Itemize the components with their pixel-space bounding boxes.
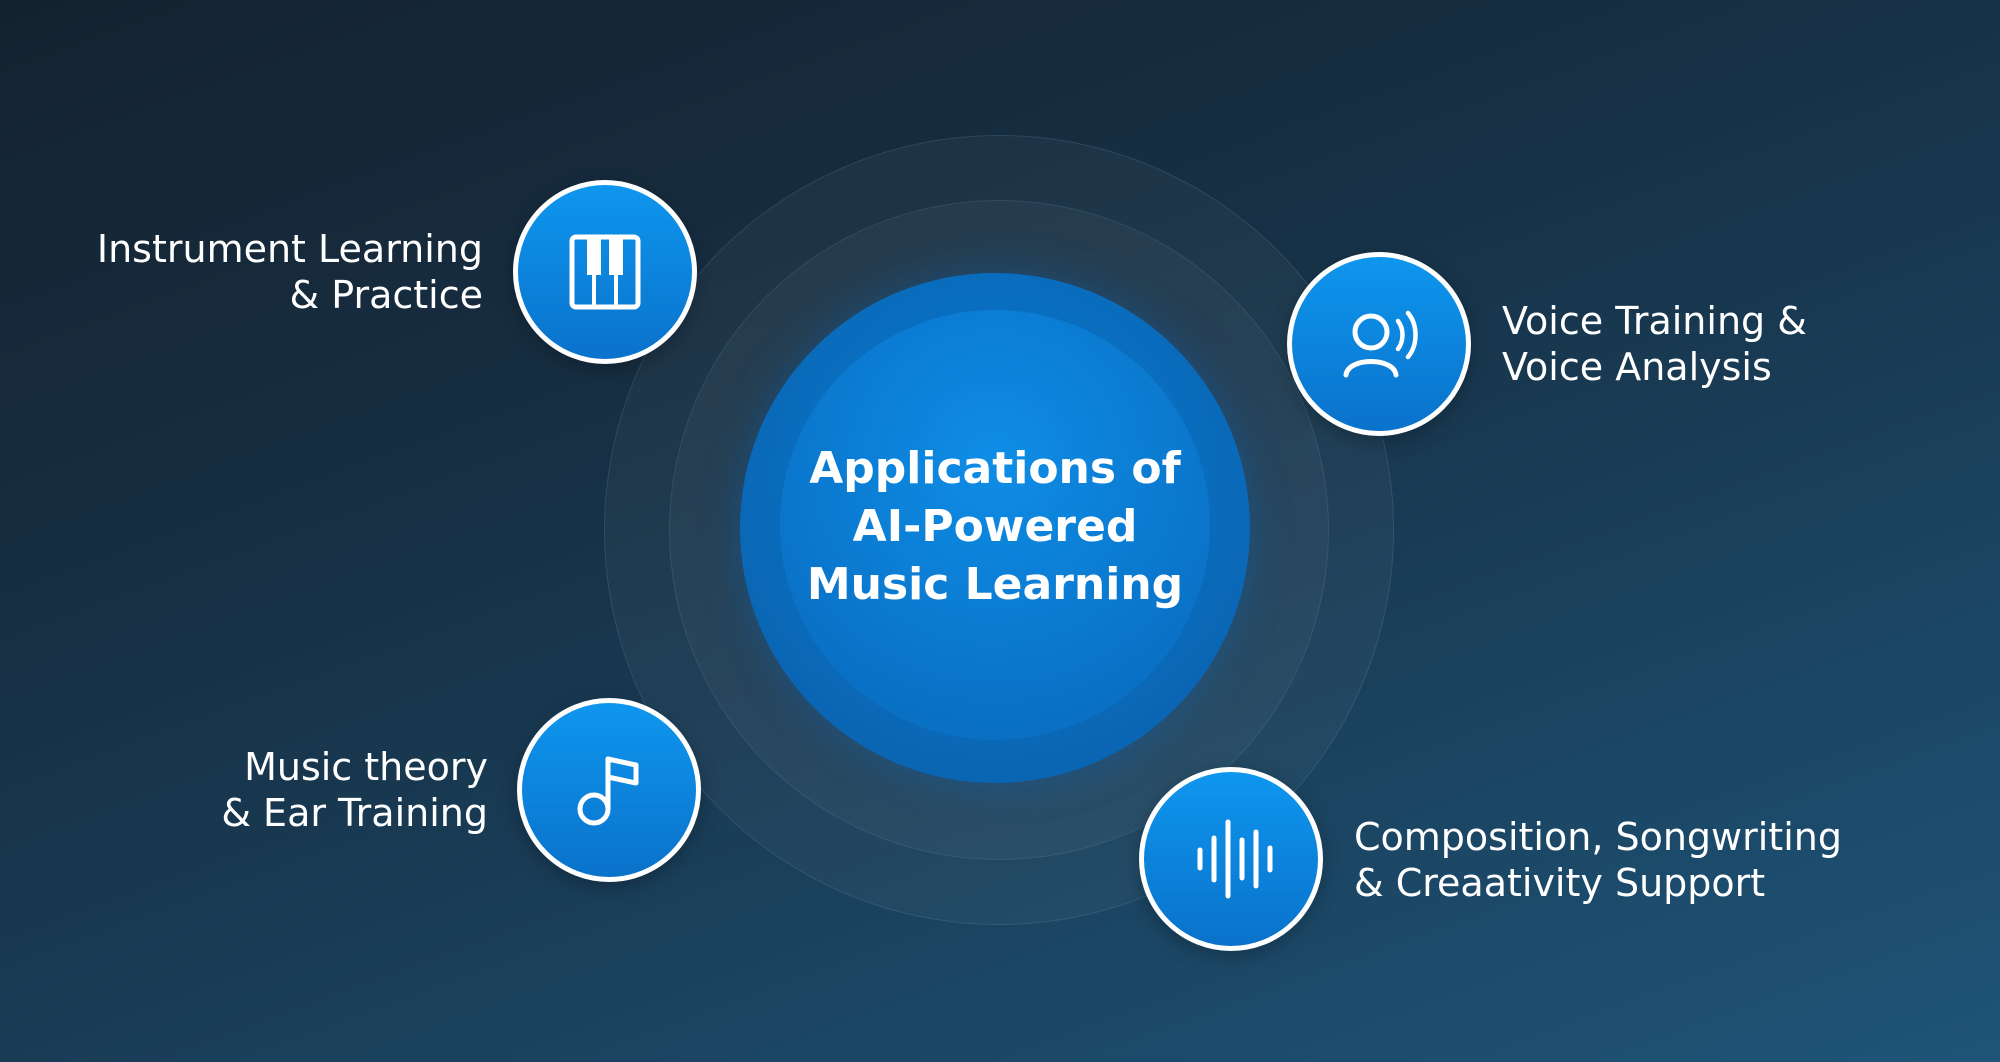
center-hub-inner <box>780 310 1210 740</box>
instrument-learning-label-line-1: Instrument Learning <box>96 227 483 271</box>
music-theory-label: Music theory & Ear Training <box>221 744 488 836</box>
voice-training-label-line-1: Voice Training & <box>1502 299 1807 343</box>
instrument-learning-node <box>513 180 697 364</box>
instrument-learning-label: Instrument Learning & Practice <box>97 226 483 318</box>
composition-node <box>1139 767 1323 951</box>
composition-label: Composition, Songwriting & Creaativity S… <box>1354 814 1842 906</box>
instrument-learning-label-line-2: & Practice <box>289 273 484 317</box>
center-title-line-3: Music Learning <box>806 559 1184 610</box>
center-title-line-1: Applications of <box>809 443 1181 494</box>
piano-keys-icon <box>569 234 641 310</box>
voice-training-node <box>1287 252 1471 436</box>
middle-ring <box>669 200 1329 860</box>
composition-label-line-2: & Creaativity Support <box>1354 861 1766 905</box>
music-theory-node <box>517 698 701 882</box>
center-title: Applications of AI-Powered Music Learnin… <box>760 440 1230 614</box>
music-note-icon <box>577 756 639 826</box>
center-title-line-2: AI-Powered <box>852 501 1138 552</box>
music-theory-label-line-1: Music theory <box>244 745 488 789</box>
voice-training-label: Voice Training & Voice Analysis <box>1502 298 1807 390</box>
composition-label-line-1: Composition, Songwriting <box>1354 815 1842 859</box>
outer-ring <box>604 135 1394 925</box>
sound-wave-icon <box>1197 819 1273 899</box>
music-theory-label-line-2: & Ear Training <box>221 791 488 835</box>
voice-training-label-line-2: Voice Analysis <box>1502 345 1772 389</box>
person-voice-icon <box>1343 310 1418 378</box>
